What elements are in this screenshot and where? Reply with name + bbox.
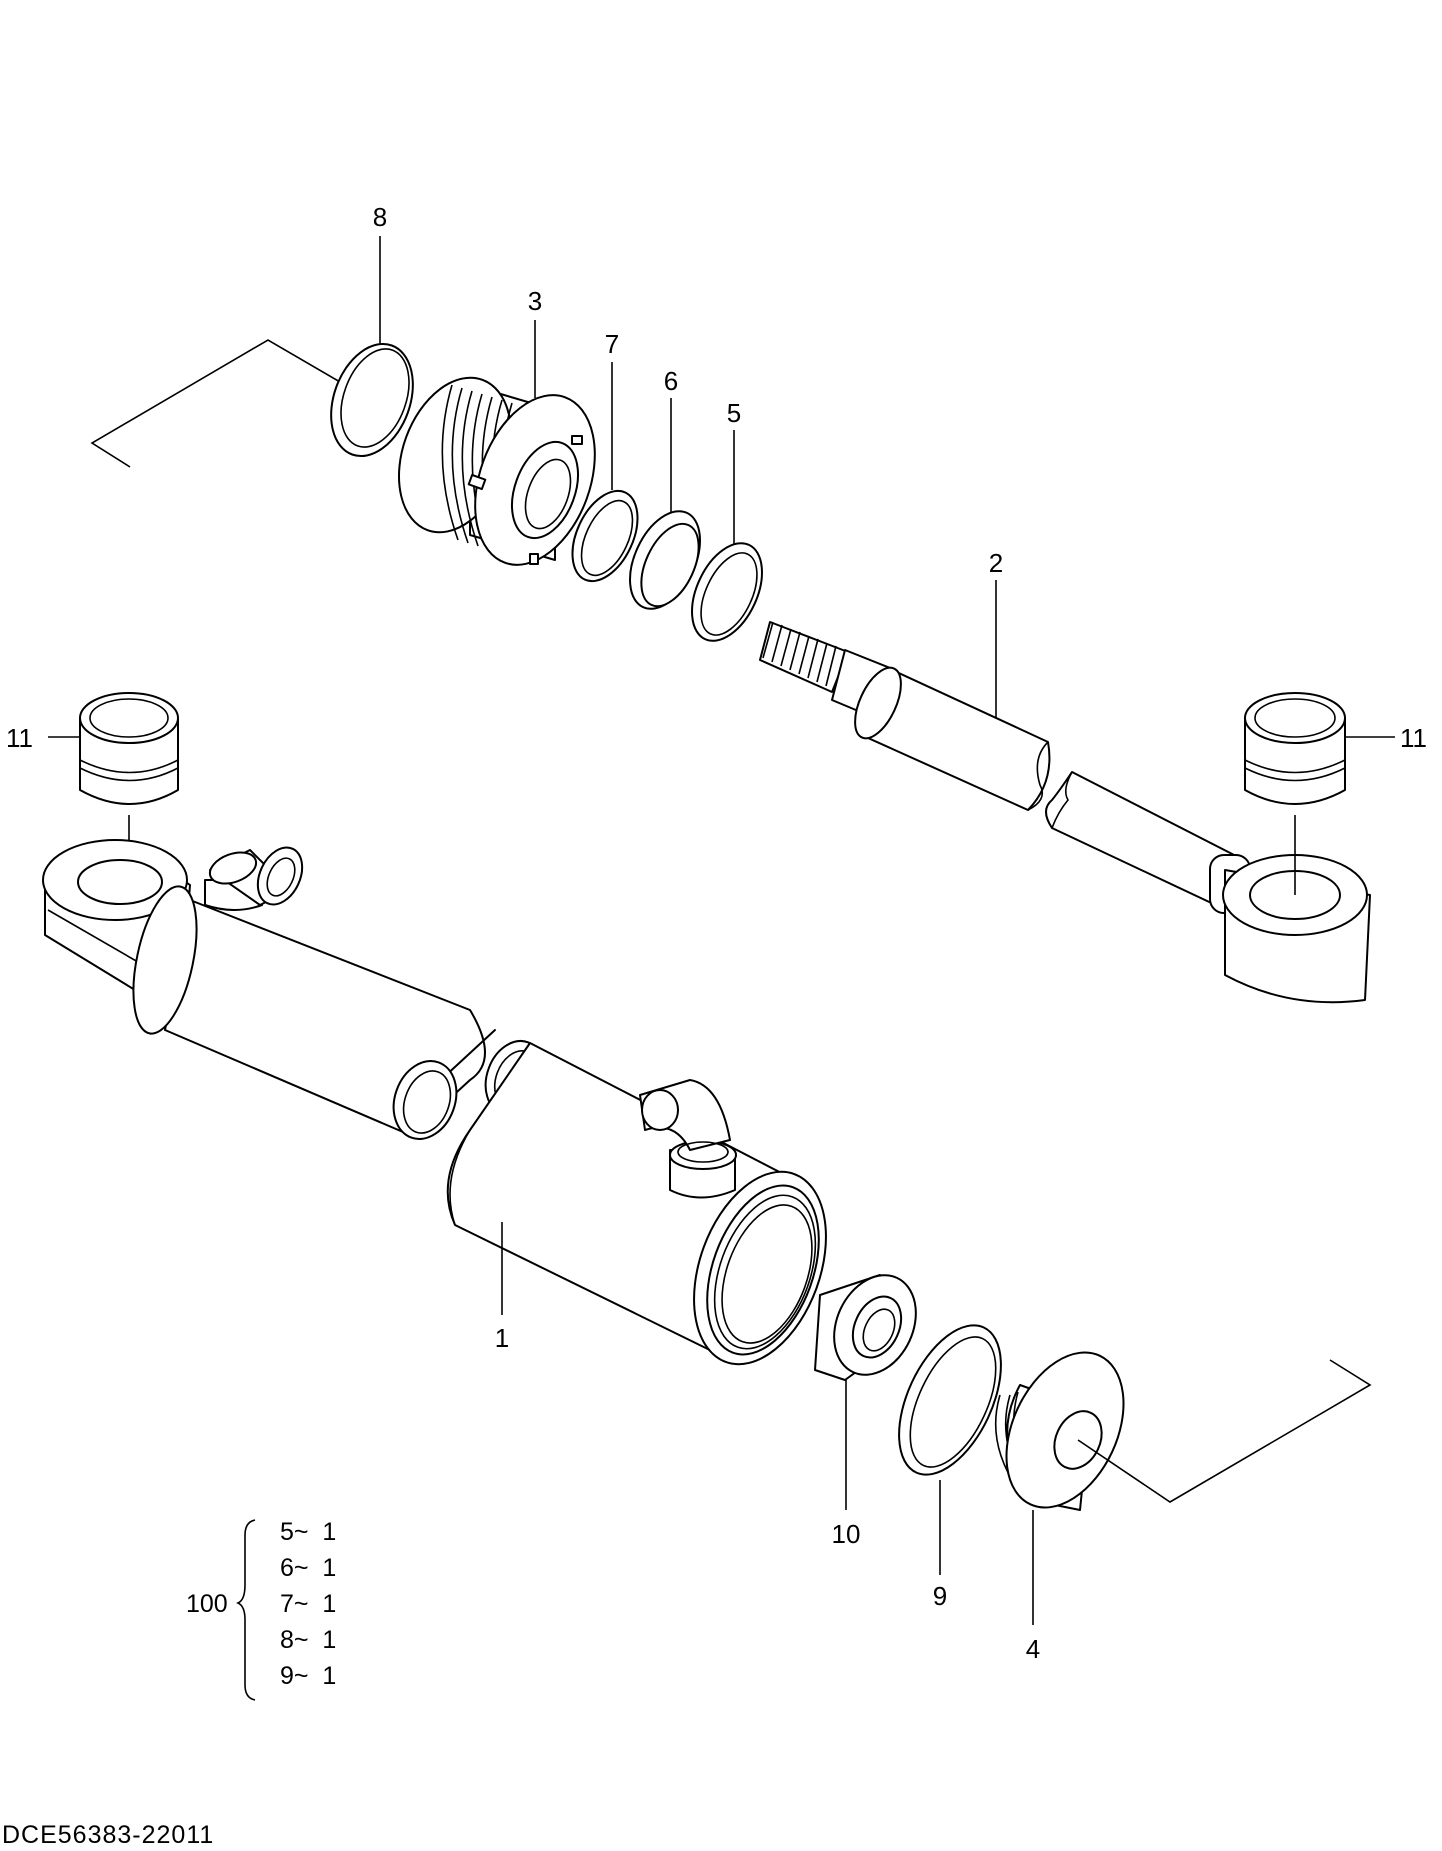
part-9-piston-ring: [898, 1324, 1002, 1476]
kit-item-3: 7~ 1: [280, 1590, 336, 1618]
callout-11-right: 11: [1400, 723, 1427, 753]
part-1-cylinder-tube: [42, 839, 827, 1366]
kit-item-5: 9~ 1: [280, 1662, 336, 1690]
leader-lines: [48, 236, 1395, 1625]
callout-8: 8: [373, 202, 387, 232]
drawing-code: DCE56383-22011: [2, 1821, 214, 1849]
part-11-bushing-right: [1244, 692, 1346, 895]
part-6-rod-seal: [629, 510, 701, 610]
callout-3: 3: [528, 286, 542, 316]
part-10-collar: [814, 1274, 917, 1381]
callout-11-left: 11: [6, 723, 33, 753]
callout-1: 1: [495, 1323, 509, 1353]
upper-port-fitting: [204, 846, 304, 911]
part-5-dust-seal: [691, 542, 763, 642]
callout-2: 2: [989, 548, 1003, 578]
part-8-o-ring: [330, 342, 414, 458]
callout-10: 10: [832, 1519, 861, 1549]
lower-port-fitting: [639, 1079, 737, 1199]
kit-item-4: 8~ 1: [280, 1626, 336, 1654]
part-3-rod-cover: [397, 376, 596, 566]
part-11-bushing-left: [79, 692, 179, 878]
callout-4: 4: [1026, 1634, 1040, 1664]
part-2-piston-rod: [759, 621, 1371, 1004]
part-7-backup-ring: [571, 489, 639, 583]
callout-6: 6: [664, 366, 678, 396]
kit-item-1: 5~ 1: [280, 1518, 336, 1546]
kit-brace: [235, 1519, 256, 1701]
part-4-piston: [994, 1351, 1125, 1511]
callout-7: 7: [605, 329, 619, 359]
callout-5: 5: [727, 398, 741, 428]
axis-line-lower: [1077, 1359, 1372, 1503]
seal-kit-legend: 100 5~ 1 6~ 1 7~ 1 8~ 1 9~ 1: [186, 1518, 336, 1701]
kit-number: 100: [186, 1590, 228, 1618]
axis-line-upper: [90, 339, 341, 468]
kit-item-2: 6~ 1: [280, 1554, 336, 1582]
callout-9: 9: [933, 1581, 947, 1611]
